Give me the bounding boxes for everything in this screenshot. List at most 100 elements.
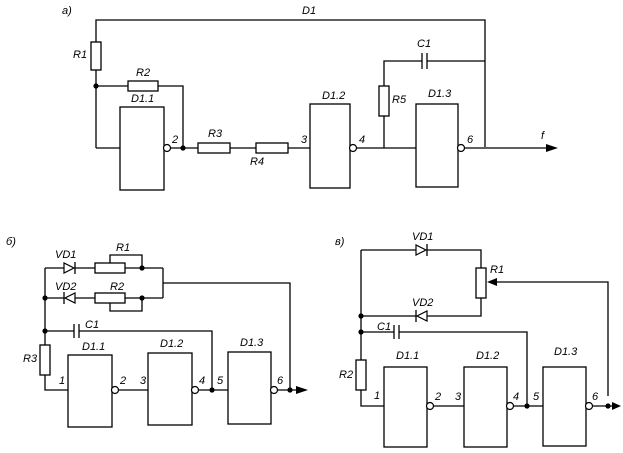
gate-d13 xyxy=(415,103,459,188)
vd2-label: VD2 xyxy=(55,281,76,293)
r4-label: R4 xyxy=(250,156,264,168)
feedback-wire xyxy=(163,282,291,390)
c1-right-wire xyxy=(399,331,528,406)
diode-vd1-icon xyxy=(63,262,76,274)
gate-d12 xyxy=(147,352,193,426)
d12-pin3: 3 xyxy=(140,375,147,387)
gate-d11 xyxy=(119,106,165,191)
d13-pin6: 6 xyxy=(277,375,284,387)
d12-label: D1.2 xyxy=(322,90,345,102)
r1-label: R1 xyxy=(116,242,130,254)
gate-d11-output-bubble xyxy=(162,143,172,153)
junction-dot xyxy=(139,295,145,301)
r1-wiper-wire xyxy=(497,281,609,396)
diode-vd2-icon xyxy=(415,310,428,322)
gate-d13 xyxy=(542,366,587,447)
r3-bottom-wire xyxy=(44,375,68,391)
vd2-label: VD2 xyxy=(412,297,433,309)
gate-d13 xyxy=(227,351,272,425)
gate-d12 xyxy=(309,103,351,189)
r2-bottom-wire xyxy=(360,390,384,407)
d13-label: D1.3 xyxy=(554,346,578,358)
d1-feedback-wire xyxy=(95,19,486,147)
gate-d12 xyxy=(463,366,508,448)
c1-right-wire xyxy=(79,330,213,390)
r1-wiper-wire xyxy=(109,254,143,268)
gate-d12-output-bubble xyxy=(348,143,358,153)
vd1-label: VD1 xyxy=(412,231,433,243)
d13-pin5: 5 xyxy=(533,391,540,403)
resistor-r2 xyxy=(127,80,159,92)
d11-label: D1.1 xyxy=(82,341,105,353)
r1-label: R1 xyxy=(490,264,504,276)
d12-pin4: 4 xyxy=(513,391,519,403)
r3-label: R3 xyxy=(208,128,223,140)
resistor-r1 xyxy=(94,262,126,274)
junction-dot xyxy=(287,387,293,393)
gate-d11 xyxy=(383,366,428,448)
panel-b-label: б) xyxy=(6,236,16,248)
d12-label: D1.2 xyxy=(476,350,499,362)
gate-d13-output-bubble xyxy=(269,385,279,395)
junction-dot xyxy=(524,403,530,409)
resistor-r4 xyxy=(255,142,289,154)
c1-label: C1 xyxy=(85,319,99,331)
gate-d13-output-bubble xyxy=(456,143,466,153)
resistor-r3 xyxy=(197,142,231,154)
d11-label: D1.1 xyxy=(131,93,154,105)
panel-a: а) D1 R1 R2 D1.1 2 R3 R4 3 D1.2 4 xyxy=(62,5,558,191)
r2-right-wire xyxy=(158,85,184,148)
gate-d13-output-bubble xyxy=(584,401,594,411)
diode-vd2-icon xyxy=(63,292,76,304)
resistor-r2 xyxy=(355,359,367,391)
r1-wiper-arrow-icon xyxy=(487,278,497,286)
r2-label: R2 xyxy=(136,67,150,79)
vd1-right-wire xyxy=(427,249,482,268)
d13-label: D1.3 xyxy=(428,88,452,100)
gate-d11-output-bubble xyxy=(110,385,120,395)
output-arrow-icon xyxy=(546,144,558,152)
resistor-r3 xyxy=(39,344,51,376)
panel-a-label: а) xyxy=(62,5,72,17)
r5-top-wire xyxy=(383,60,422,86)
d11-pin1: 1 xyxy=(59,375,65,387)
d1-label: D1 xyxy=(302,5,316,17)
c1-label: C1 xyxy=(417,38,431,50)
panel-b: б) VD1 R1 VD2 R2 C1 xyxy=(6,236,308,428)
r1-bottom-wire xyxy=(427,298,482,317)
junction-dot xyxy=(209,387,215,393)
d11-label: D1.1 xyxy=(396,350,419,362)
d11-pin2: 2 xyxy=(119,375,126,387)
d13-pin5: 5 xyxy=(217,375,224,387)
resistor-r2 xyxy=(94,292,126,304)
gate-d12-output-bubble xyxy=(190,385,200,395)
vd1-label: VD1 xyxy=(55,249,76,261)
d11-pin2: 2 xyxy=(434,391,441,403)
r2-wiper-wire xyxy=(109,298,143,312)
resistor-r1 xyxy=(90,41,102,71)
d13-label: D1.3 xyxy=(240,337,264,349)
d13-pin6: 6 xyxy=(592,391,599,403)
d11-pin2: 2 xyxy=(171,134,178,146)
gate-d11-output-bubble xyxy=(425,401,435,411)
resistor-r1 xyxy=(475,267,487,299)
r5-label: R5 xyxy=(392,94,407,106)
resistor-r5 xyxy=(378,85,390,117)
panel-c: в) VD1 R1 VD2 C1 R2 1 D1.1 xyxy=(335,231,621,448)
d12-pin3: 3 xyxy=(301,134,308,146)
d12-pin3: 3 xyxy=(455,391,462,403)
junction-dot xyxy=(180,145,186,151)
r2-label: R2 xyxy=(339,369,353,381)
d13-pin6: 6 xyxy=(467,134,474,146)
output-arrow-icon xyxy=(612,402,621,410)
output-arrow-icon xyxy=(296,386,308,394)
junction-dot xyxy=(605,403,611,409)
d12-pin4: 4 xyxy=(199,375,205,387)
r2-label: R2 xyxy=(110,281,124,293)
r3-label: R3 xyxy=(23,353,38,365)
diode-vd1-icon xyxy=(415,244,428,256)
panel-c-label: в) xyxy=(335,236,345,248)
junction-dot xyxy=(139,265,145,271)
c1-label: C1 xyxy=(377,321,391,333)
